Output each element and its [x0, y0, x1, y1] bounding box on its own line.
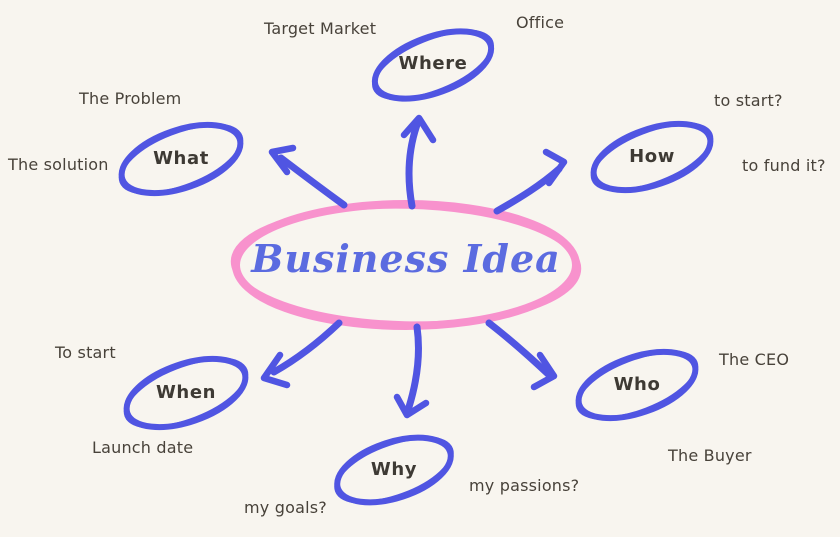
node-label-who: Who: [613, 374, 661, 395]
arrow-to-why: [393, 323, 430, 419]
note-launch-date: Launch date: [92, 438, 194, 457]
node-label-where: Where: [398, 53, 468, 74]
node-ellipse-what: [118, 121, 244, 197]
node-ellipse-who: [575, 348, 699, 422]
node-ellipse-how: [590, 120, 714, 194]
arrow-to-what: [268, 144, 348, 209]
node-ellipse-why: [334, 434, 454, 506]
note-the-ceo: The CEO: [719, 350, 790, 369]
node-ellipse-when: [123, 355, 249, 431]
center-node-title: Business Idea: [251, 236, 561, 281]
note-my-goals: my goals?: [244, 498, 327, 517]
node-label-why: Why: [370, 459, 418, 480]
node-label-what: What: [153, 148, 209, 169]
center-ellipse: [230, 200, 582, 330]
note-to-fund-it: to fund it?: [742, 156, 826, 175]
note-to-start: To start: [55, 343, 116, 362]
note-target-market: Target Market: [264, 19, 377, 38]
node-label-when: When: [155, 382, 217, 403]
note-to-start-question: to start?: [714, 91, 783, 110]
node-ellipse-where: [371, 28, 495, 102]
arrow-to-when: [260, 319, 343, 389]
note-the-problem: The Problem: [79, 89, 182, 108]
arrow-to-who: [485, 319, 558, 391]
note-my-passions: my passions?: [469, 476, 580, 495]
arrow-to-where: [400, 114, 437, 210]
note-office: Office: [516, 13, 565, 32]
arrow-to-how: [493, 148, 568, 215]
note-the-solution: The solution: [8, 155, 109, 174]
note-the-buyer: The Buyer: [668, 446, 752, 465]
node-label-how: How: [629, 146, 675, 167]
